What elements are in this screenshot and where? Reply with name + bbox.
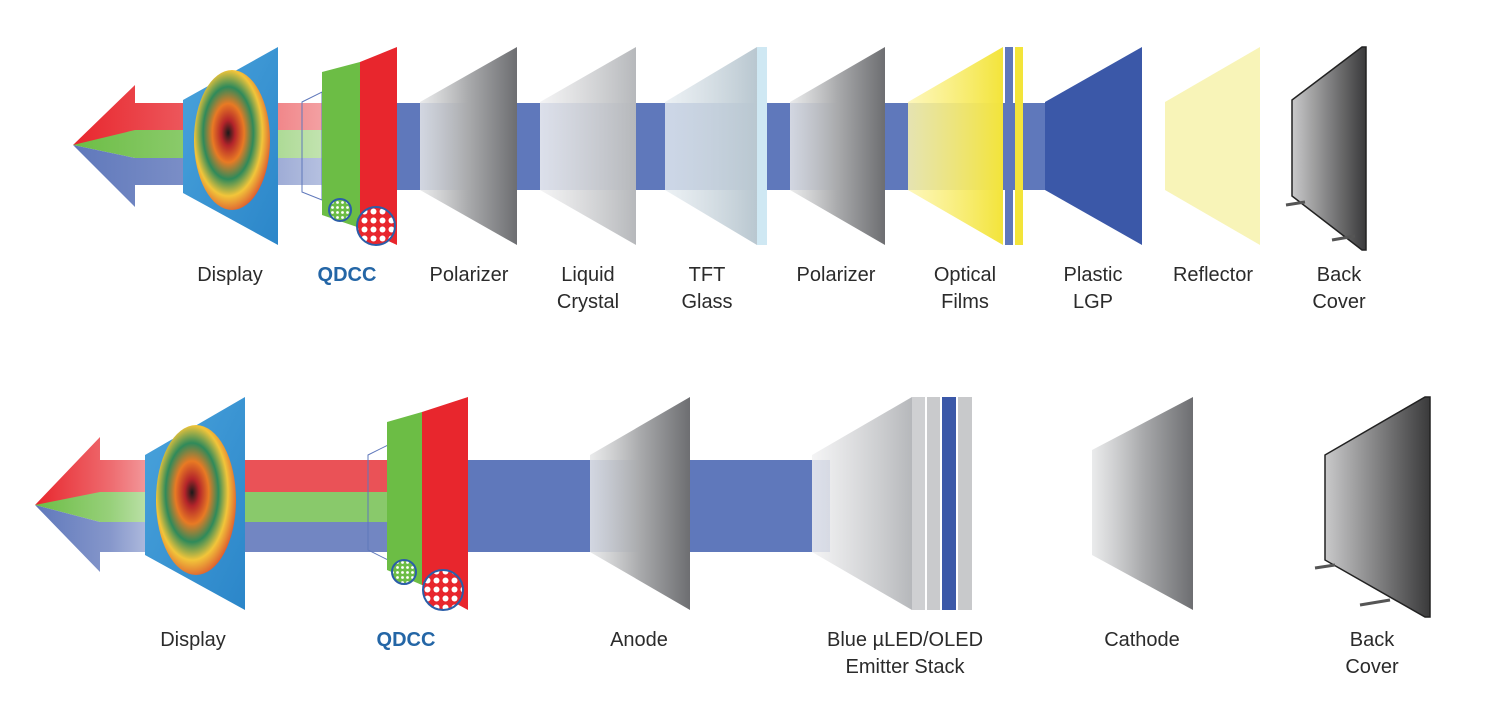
label-line: Plastic [1063, 264, 1123, 286]
label-polarizer-front: Polarizer [430, 262, 509, 289]
label-line: Crystal [556, 291, 620, 313]
label-line: Polarizer [429, 264, 509, 286]
plastic-lgp-panel [1045, 47, 1142, 245]
label-display: Display [197, 262, 263, 289]
optical-film-3 [1015, 47, 1023, 245]
qdcc-red-layer [422, 397, 468, 610]
polarizer-front-panel [420, 47, 517, 245]
label-line: Cover [1312, 291, 1366, 313]
lcd-stack [73, 46, 1367, 251]
label-line: Liquid [561, 264, 615, 286]
qdcc-green-layer [387, 412, 422, 585]
green-quantum-dot-icon [391, 559, 417, 585]
emitter-layer-2 [912, 397, 925, 610]
label-line: Display [197, 264, 263, 286]
optical-film-2 [1005, 47, 1013, 245]
display-panel [145, 397, 245, 610]
red-light-arrow [35, 437, 160, 505]
label-line: Polarizer [796, 264, 876, 286]
label-display: Display [160, 627, 226, 654]
label-emitter-stack: Blue µLED/OLED Emitter Stack [827, 627, 983, 681]
optical-film-1 [908, 47, 1003, 245]
label-tft-glass: TFT Glass [681, 262, 732, 316]
cathode-panel [1092, 397, 1193, 610]
back-cover-tv [1314, 396, 1431, 618]
emitter-layer-3 [927, 397, 940, 610]
label-line: Anode [610, 629, 668, 651]
label-line: Back [1349, 629, 1395, 651]
label-line: Cover [1345, 656, 1399, 678]
label-line: TFT [688, 264, 726, 286]
reflector-panel [1165, 47, 1260, 245]
label-anode: Anode [610, 627, 668, 654]
label-line: Display [160, 629, 226, 651]
emitter-stack-panel [812, 397, 912, 610]
qdcc-green-layer [322, 62, 360, 228]
emitter-layer-blue [942, 397, 956, 610]
red-quantum-dot-icon [356, 206, 396, 246]
tft-glass-edge [757, 47, 767, 245]
label-line: Blue µLED/OLED [826, 629, 984, 651]
red-beam [245, 460, 390, 492]
hot-air-balloon-image [156, 425, 236, 575]
output-rgb-arrow-bottom [35, 437, 160, 572]
green-light-arrow [35, 492, 160, 522]
label-cathode: Cathode [1104, 627, 1180, 654]
label-line: Back [1316, 264, 1362, 286]
label-line: LGP [1072, 291, 1114, 313]
blue-light-arrow [35, 505, 160, 572]
display-panel [183, 47, 278, 245]
anode-panel [590, 397, 690, 610]
label-qdcc: QDCC [318, 262, 377, 289]
back-cover-tv [1285, 46, 1367, 251]
emissive-stack [35, 396, 1431, 618]
liquid-crystal-panel [540, 47, 636, 245]
tft-glass-panel [665, 47, 757, 245]
hot-air-balloon-image [194, 70, 270, 210]
red-quantum-dot-icon [422, 569, 464, 611]
label-polarizer-rear: Polarizer [797, 262, 876, 289]
label-line: Optical [933, 264, 997, 286]
label-reflector: Reflector [1173, 262, 1253, 289]
blue-beam [245, 522, 390, 552]
label-line: Glass [681, 291, 733, 313]
polarizer-rear-panel [790, 47, 885, 245]
qdcc-red-layer [360, 47, 397, 245]
label-line: Cathode [1104, 629, 1180, 651]
green-quantum-dot-icon [328, 198, 352, 222]
label-qdcc: QDCC [377, 627, 436, 654]
green-beam [245, 492, 390, 522]
emitter-layer-5 [958, 397, 972, 610]
label-line: Emitter Stack [845, 656, 965, 678]
label-line: QDCC [376, 629, 436, 651]
label-line: QDCC [317, 264, 377, 286]
label-line: Films [941, 291, 989, 313]
label-line: Reflector [1172, 264, 1254, 286]
